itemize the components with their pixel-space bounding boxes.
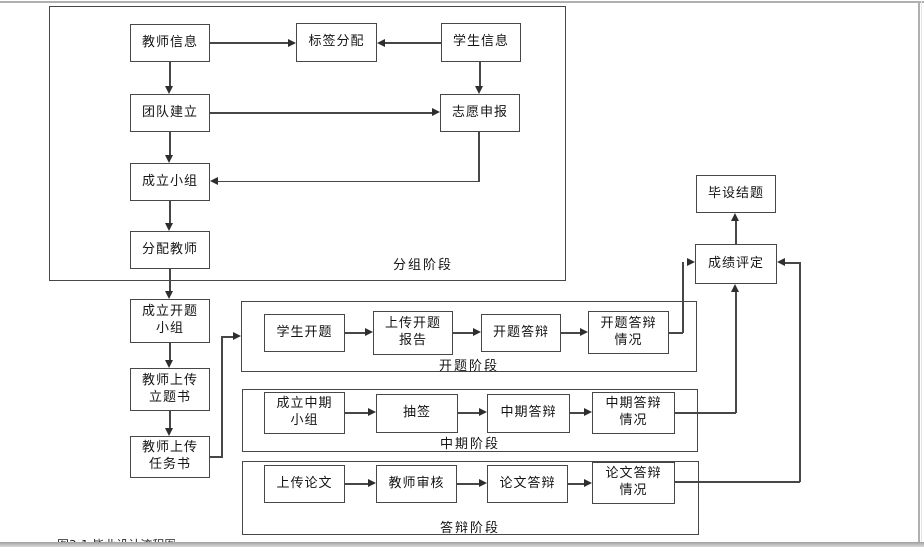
arrowhead-right (288, 38, 296, 47)
arrowhead-right (479, 479, 487, 487)
node-student-opening: 学生开题 (264, 314, 345, 352)
arrowhead-left (777, 258, 785, 266)
node-midterm-defense-status: 中期答辩情况 (592, 392, 675, 434)
arrowhead-right (368, 408, 376, 416)
node-form-midterm-group: 成立中期小组 (264, 392, 345, 434)
connector-line (669, 332, 683, 334)
connector-line (210, 456, 223, 458)
arrowhead-left (377, 38, 385, 47)
stage-box-defense (242, 461, 699, 535)
node-teacher-info: 教师信息 (130, 24, 210, 62)
arrowhead-right (687, 258, 695, 266)
node-thesis-defense: 论文答辩 (487, 465, 568, 503)
stage-label-defense: 答辩阶段 (439, 521, 500, 536)
node-form-opening-group: 成立开题小组 (130, 299, 210, 343)
connector-line (169, 62, 171, 87)
node-opening-defense-status: 开题答辩情况 (588, 311, 669, 354)
node-student-info: 学生信息 (441, 23, 521, 62)
stage-label-midterm: 中期阶段 (439, 437, 500, 452)
page-right-edge-shadow (921, 1, 922, 544)
arrowhead-down (165, 86, 173, 94)
page-bottom-edge (0, 542, 924, 547)
node-teacher-upload-topic: 教师上传立题书 (130, 368, 210, 411)
node-assign-teacher: 分配教师 (130, 231, 210, 269)
arrowhead-down (165, 155, 173, 163)
arrowhead-right (473, 328, 481, 336)
connector-line (478, 132, 480, 182)
arrowhead-down (165, 360, 173, 368)
connector-line (570, 412, 585, 414)
connector-line (221, 336, 234, 338)
page-top-edge (0, 1, 924, 3)
connector-line (458, 412, 480, 414)
connector-line (568, 483, 585, 485)
connector-line (385, 42, 441, 44)
connector-line (210, 42, 288, 44)
arrowhead-down (165, 223, 173, 231)
arrowhead-right (233, 332, 241, 340)
connector-line (682, 262, 684, 333)
arrowhead-right (479, 408, 487, 416)
node-teacher-upload-task: 教师上传任务书 (130, 436, 210, 478)
connector-line (345, 332, 366, 334)
arrowhead-down (165, 291, 173, 299)
connector-line (221, 336, 223, 457)
connector-line (675, 412, 736, 414)
stage-label-opening: 开题阶段 (438, 359, 499, 374)
arrowhead-down (165, 428, 173, 436)
connector-line (785, 262, 800, 264)
arrowhead-right (432, 108, 440, 116)
connector-line (169, 201, 171, 224)
arrowhead-right (365, 328, 373, 336)
connector-line (479, 62, 481, 87)
connector-line (218, 180, 479, 182)
connector-line (345, 412, 369, 414)
arrowhead-right (368, 479, 376, 487)
stage-box-opening (241, 301, 697, 372)
connector-line (169, 132, 171, 156)
connector-line (169, 411, 171, 429)
arrowhead-left (210, 176, 218, 185)
connector-line (169, 269, 171, 292)
arrowhead-right (584, 408, 592, 416)
connector-line (561, 332, 581, 334)
page-right-edge (918, 1, 920, 544)
arrowhead-right (584, 479, 592, 487)
node-volunteer-apply: 志愿申报 (440, 94, 520, 132)
arrowhead-up (731, 284, 739, 292)
node-team-build: 团队建立 (130, 94, 210, 132)
stage-box-midterm (242, 389, 698, 452)
node-label-assign: 标签分配 (296, 23, 377, 62)
node-project-conclusion: 毕设结题 (696, 175, 776, 213)
node-opening-defense: 开题答辩 (481, 314, 561, 352)
arrowhead-right (580, 328, 588, 336)
arrowhead-up (731, 213, 739, 221)
node-grade-evaluation: 成绩评定 (695, 244, 777, 284)
node-form-group: 成立小组 (130, 163, 210, 201)
stage-label-grouping: 分组阶段 (392, 258, 453, 273)
node-midterm-defense: 中期答辩 (487, 394, 570, 433)
connector-line (453, 332, 474, 334)
node-upload-opening-report: 上传开题报告 (373, 311, 453, 355)
arrowhead-down (475, 86, 483, 94)
node-thesis-defense-status: 论文答辩情况 (592, 462, 675, 504)
connector-line (735, 291, 737, 413)
connector-line (169, 343, 171, 361)
clipped-caption-text: 图3-1 毕业设计流程图 (57, 536, 175, 543)
node-upload-thesis: 上传论文 (264, 465, 345, 503)
connector-line (675, 481, 800, 483)
connector-line (457, 483, 480, 485)
connector-line (799, 262, 801, 482)
node-teacher-review: 教师审核 (376, 465, 457, 503)
node-draw-lots: 抽签 (376, 394, 458, 433)
connector-line (210, 112, 432, 114)
stage-box-grouping (49, 6, 566, 281)
connector-line (345, 483, 369, 485)
connector-line (735, 220, 737, 244)
